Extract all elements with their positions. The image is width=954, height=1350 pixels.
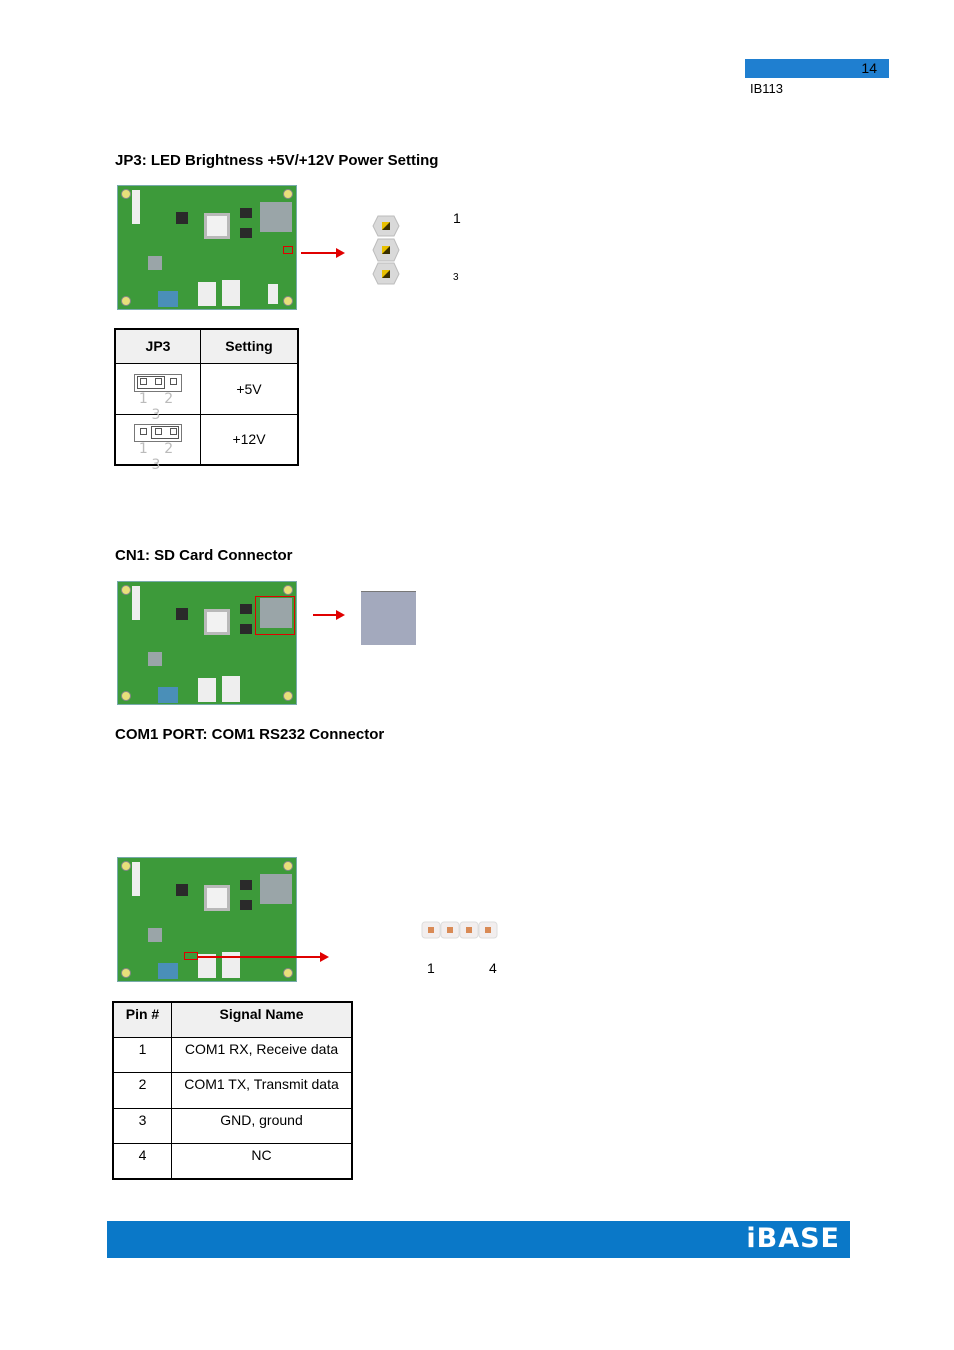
page-number-badge: 14	[745, 59, 889, 78]
com1-signal-name: COM1 RX, Receive data	[171, 1036, 353, 1073]
jp3-table-header-jp3: JP3	[114, 328, 201, 364]
com1-pin-label-4: 4	[489, 960, 497, 976]
jumper-1-2-icon: 1 2 3	[134, 372, 182, 423]
com1-pin-table: Pin # Signal Name 1 COM1 RX, Receive dat…	[112, 1001, 353, 1180]
com1-pin-number: 4	[112, 1142, 172, 1180]
jp3-heading: JP3: LED Brightness +5V/+12V Power Setti…	[115, 152, 439, 169]
jp3-setting-value: +5V	[200, 362, 299, 415]
table-row: 1 2 3 +5V	[114, 362, 299, 423]
com1-table-header-pin: Pin #	[112, 1001, 172, 1038]
com1-signal-name: GND, ground	[171, 1107, 353, 1144]
cn1-arrow	[313, 614, 337, 616]
com1-pin-number: 3	[112, 1107, 172, 1144]
model-name: IB113	[750, 81, 784, 96]
jp3-jumper-pins-graphic	[372, 215, 400, 285]
jp3-setting-value: +12V	[200, 413, 299, 466]
page-number: 14	[861, 60, 877, 76]
com1-pin-label-1: 1	[427, 960, 435, 976]
jp3-pin-label-1: 1	[453, 210, 461, 226]
jp3-pin-label-3: 3	[453, 272, 459, 283]
jp3-table-header-setting: Setting	[200, 328, 299, 364]
sd-card-connector-image	[361, 591, 416, 645]
jumper-2-3-icon: 1 2 3	[134, 422, 182, 473]
table-row: 1 COM1 RX, Receive data	[112, 1036, 353, 1073]
com1-heading: COM1 PORT: COM1 RS232 Connector	[115, 726, 385, 743]
com1-arrow	[197, 956, 321, 958]
com1-table-header-signal: Signal Name	[171, 1001, 353, 1038]
ibase-logo: iBASE	[746, 1223, 840, 1254]
footer-bar: iBASE	[107, 1221, 850, 1258]
com1-pin-header-graphic	[421, 921, 498, 939]
board-image-cn1	[117, 581, 297, 705]
com1-signal-name: NC	[171, 1142, 353, 1180]
com1-signal-name: COM1 TX, Transmit data	[171, 1071, 353, 1109]
jp3-setting-table: JP3 Setting 1 2 3 +5V 1 2 3	[114, 328, 299, 473]
table-row: 2 COM1 TX, Transmit data	[112, 1071, 353, 1109]
cn1-heading: CN1: SD Card Connector	[115, 547, 293, 564]
board-image-jp3	[117, 185, 297, 310]
com1-pin-number: 1	[112, 1036, 172, 1073]
jp3-jumper-icon-cell: 1 2 3	[114, 413, 201, 473]
table-row: 1 2 3 +12V	[114, 413, 299, 473]
board-image-com1	[117, 857, 297, 982]
table-row: 4 NC	[112, 1142, 353, 1180]
com1-pin-number: 2	[112, 1071, 172, 1109]
jp3-jumper-icon-cell: 1 2 3	[114, 362, 201, 423]
table-row: 3 GND, ground	[112, 1107, 353, 1144]
jp3-arrow	[301, 252, 337, 254]
